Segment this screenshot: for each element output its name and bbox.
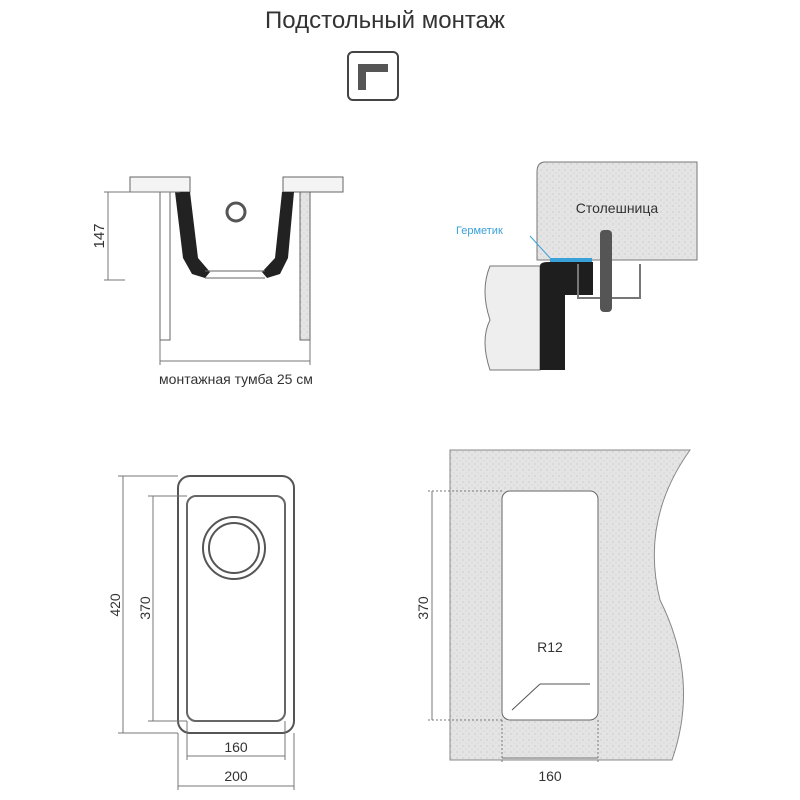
inner-width-label: 160 [224, 739, 248, 755]
depth-label: 147 [91, 223, 108, 248]
side-view: 147 монтажная тумба 25 см [91, 176, 344, 387]
page-title: Подстольный монтаж [265, 7, 505, 34]
inner-length-label: 370 [137, 596, 153, 620]
outer-width-label: 200 [224, 768, 248, 784]
top-view: 420 370 160 200 [107, 475, 295, 790]
countertop-label: Столешница [576, 200, 659, 216]
outer-length-label: 420 [107, 593, 123, 617]
sealant-label: Герметик [456, 225, 503, 237]
cutout-length-label: 370 [415, 596, 431, 620]
cabinet-label: монтажная тумба 25 см [159, 371, 313, 387]
detail-view: Столешница Герметик [456, 161, 698, 371]
cutout-view: 370 R12 160 [415, 449, 691, 784]
cutout-width-label: 160 [538, 768, 562, 784]
undermount-icon [347, 51, 399, 101]
radius-label: R12 [537, 639, 563, 655]
